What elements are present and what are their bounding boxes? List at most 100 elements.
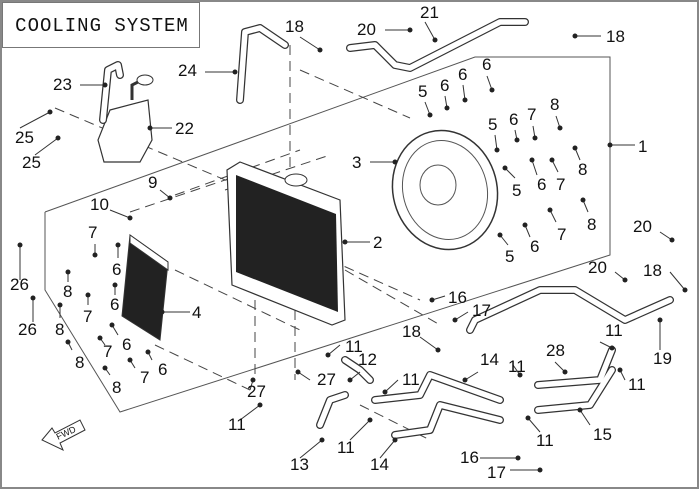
group-outline <box>44 56 611 413</box>
part-radiator-assembly-group <box>607 142 613 148</box>
leader-line-15 <box>579 409 591 426</box>
callout-6: 6 <box>440 76 449 95</box>
part-bolt <box>65 269 71 275</box>
leader-line-18 <box>299 36 321 51</box>
callout-10: 10 <box>90 195 109 214</box>
part-spacer <box>549 157 555 163</box>
part-washer <box>145 349 151 355</box>
callout-labels: 1234555566666666667777777888888891011111… <box>10 3 688 482</box>
reservoir-tank <box>97 74 154 163</box>
part-screw <box>537 467 543 473</box>
leader-line-6 <box>531 159 538 176</box>
callout-7: 7 <box>88 223 97 242</box>
callout-28: 28 <box>546 341 565 360</box>
callout-5: 5 <box>488 115 497 134</box>
part-washer <box>115 242 121 248</box>
leader-line-21 <box>424 21 436 41</box>
part-bolt <box>102 365 108 371</box>
callout-11: 11 <box>508 357 526 376</box>
callout-14: 14 <box>370 455 389 474</box>
callout-12: 12 <box>358 350 377 369</box>
callout-6: 6 <box>482 55 491 74</box>
part-clamp <box>325 352 331 358</box>
part-bolt <box>47 109 53 115</box>
callout-8: 8 <box>112 378 121 397</box>
part-clamp <box>257 402 263 408</box>
part-grommet <box>250 377 256 383</box>
callout-24: 24 <box>178 61 197 80</box>
radiator <box>226 161 346 326</box>
part-clamp <box>525 415 531 421</box>
callout-27: 27 <box>247 382 266 401</box>
leader-line-10 <box>109 209 131 219</box>
callout-2: 2 <box>373 233 382 252</box>
part-spacer <box>547 207 553 213</box>
callout-8: 8 <box>55 320 64 339</box>
part-nut <box>427 112 433 118</box>
callout-8: 8 <box>75 353 84 372</box>
callout-25: 25 <box>22 153 41 172</box>
callout-5: 5 <box>505 247 514 266</box>
callout-11: 11 <box>402 370 420 389</box>
callout-11: 11 <box>605 321 623 340</box>
callout-6: 6 <box>158 360 167 379</box>
callout-3: 3 <box>352 153 361 172</box>
part-bolt <box>65 339 71 345</box>
oil-cooler <box>121 234 169 341</box>
part-lower-hose <box>657 317 663 323</box>
part-spacer <box>97 335 103 341</box>
callout-8: 8 <box>587 215 596 234</box>
part-pipe <box>392 437 398 443</box>
part-nut <box>494 147 500 153</box>
callout-4: 4 <box>192 303 201 322</box>
leader-line-14 <box>379 439 396 459</box>
callout-6: 6 <box>509 110 518 129</box>
part-washer <box>514 137 520 143</box>
callout-7: 7 <box>557 225 566 244</box>
callout-6: 6 <box>122 335 131 354</box>
callout-6: 6 <box>537 175 546 194</box>
part-bolt <box>557 125 563 131</box>
callout-6: 6 <box>458 65 467 84</box>
part-spacer <box>127 357 133 363</box>
callout-9: 9 <box>148 173 157 192</box>
callout-8: 8 <box>578 160 587 179</box>
part-washer <box>109 322 115 328</box>
part-bolt <box>17 242 23 248</box>
part-hose <box>577 407 583 413</box>
part-overflow-hose <box>102 82 108 88</box>
part-hose <box>319 437 325 443</box>
title-box: COOLING SYSTEM <box>2 2 200 48</box>
callout-11: 11 <box>345 337 363 356</box>
callout-7: 7 <box>103 342 112 361</box>
callout-6: 6 <box>530 237 539 256</box>
leader-line-25 <box>19 111 51 129</box>
part-bolt <box>580 197 586 203</box>
part-hose <box>347 377 353 383</box>
callout-17: 17 <box>487 463 506 482</box>
part-washer <box>522 222 528 228</box>
leader-line-17 <box>454 311 469 321</box>
part-washer <box>489 87 495 93</box>
part-upper-hose <box>432 37 438 43</box>
part-cable-tie <box>407 27 413 33</box>
leader-line-6 <box>462 84 466 101</box>
callout-18: 18 <box>606 27 625 46</box>
callout-11: 11 <box>337 438 355 457</box>
part-washer <box>444 105 450 111</box>
leader-line-11 <box>349 419 371 441</box>
part-nut <box>167 195 173 201</box>
leader-line-25 <box>34 137 59 156</box>
callout-22: 22 <box>175 119 194 138</box>
hoses <box>99 18 674 439</box>
leader-line-18 <box>669 271 686 291</box>
callout-16: 16 <box>448 288 467 307</box>
leader-line-11 <box>327 344 341 356</box>
part-hose-clamp <box>435 347 441 353</box>
leader-line-13 <box>299 439 323 459</box>
part-spacer <box>85 292 91 298</box>
part-clamp <box>609 345 615 351</box>
